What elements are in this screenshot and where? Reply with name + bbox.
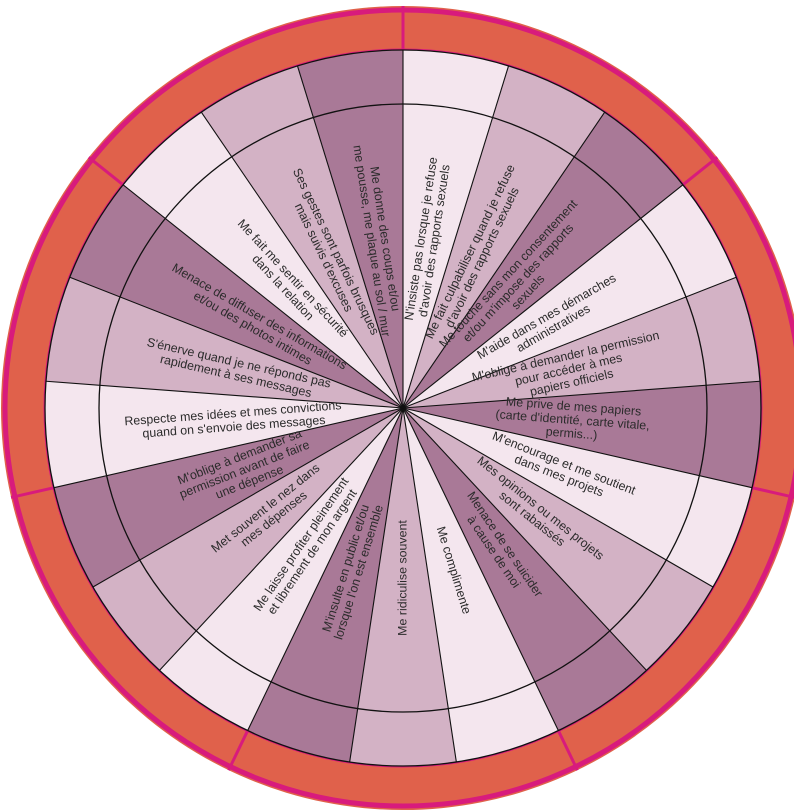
statement-cyber-violences-serenite: Respecte mes idées et mes convictionsqua… <box>124 398 342 440</box>
wedge-divider <box>402 407 457 763</box>
wedge-divider <box>296 65 404 409</box>
wedge-divider <box>53 407 404 489</box>
statement-wedge-violences-sexuelles-serenite <box>403 104 493 408</box>
statement-wedge-violences-economiques-danger <box>106 408 403 560</box>
wedge-divider <box>247 407 404 731</box>
wedge-divider <box>402 407 714 588</box>
category-divider <box>87 156 125 186</box>
statement-wedge-violences-economiques-serenite <box>196 408 403 682</box>
level-band-violences-verbales-alerte <box>349 708 457 767</box>
level-band-violences-administratives-danger <box>699 381 761 488</box>
statement-wedge-violences-verbales-serenite <box>403 408 535 709</box>
wedge-divider <box>402 111 606 409</box>
category-divider <box>227 729 250 771</box>
wedge-divider <box>69 276 404 409</box>
wedge-divider <box>402 407 559 731</box>
wedge-divider <box>159 407 404 671</box>
statement-line: permis...) <box>545 425 598 443</box>
level-band-violences-sexuelles-serenite <box>403 50 509 118</box>
level-band-violences-sexuelles-danger <box>574 112 683 219</box>
wedge-divider <box>402 184 684 409</box>
statement-wedge-violences-physiques-danger <box>313 104 403 408</box>
level-band-violences-economiques-alerte <box>92 560 197 671</box>
level-band-violences-sexuelles-alerte <box>492 65 605 157</box>
statement-wedge-violences-sexuelles-danger <box>403 156 641 408</box>
statement-wedge-violences-psychologiques-serenite <box>403 408 700 560</box>
level-band-violences-physiques-alerte <box>201 65 314 157</box>
wedge-divider <box>402 65 510 409</box>
wedge-divider <box>402 276 737 409</box>
level-band-violences-economiques-danger <box>53 475 140 587</box>
statement-wedge-violences-physiques-alerte <box>231 117 403 409</box>
level-band-violences-economiques-serenite <box>159 630 272 731</box>
statement-wedge-violences-verbales-danger <box>271 408 403 709</box>
level-band-violences-psychologiques-alerte <box>609 560 714 671</box>
statement-wedge-cyber-violences-serenite <box>98 385 403 476</box>
level-band-violences-psychologiques-serenite <box>666 475 753 587</box>
wedge-divider <box>349 407 404 763</box>
statement-violences-verbales-alerte: Me ridiculise souvent <box>395 520 409 636</box>
wedge-divider <box>402 407 753 489</box>
wedge-divider <box>200 111 404 409</box>
wedge-divider <box>92 407 404 588</box>
wedge-divider <box>402 407 647 671</box>
statement-wedge-violences-physiques-serenite <box>165 156 403 408</box>
statement-wedge-violences-economiques-alerte <box>139 408 403 631</box>
category-divider <box>556 729 579 771</box>
wedge-divider <box>45 380 404 409</box>
level-band-violences-administratives-serenite <box>640 184 737 297</box>
statement-violences-administratives-danger: Me prive de mes papiers(carte d'identité… <box>495 394 650 443</box>
category-divider <box>10 486 55 499</box>
level-ring-outline <box>98 103 708 713</box>
level-band-cyber-violences-alerte <box>46 277 121 386</box>
statement-wedge-violences-administratives-danger <box>403 385 707 476</box>
level-band-violences-physiques-serenite <box>123 112 232 219</box>
statement-wedge-violences-administratives-serenite <box>403 218 686 408</box>
level-band-cyber-violences-serenite <box>45 381 107 488</box>
category-divider <box>681 156 719 186</box>
inner-ring-outline <box>44 49 762 767</box>
statement-wedge-violences-psychologiques-danger <box>403 408 610 682</box>
statement-wedge-cyber-violences-danger <box>120 218 404 408</box>
statement-wedge-violences-psychologiques-alerte <box>403 408 667 631</box>
level-band-violences-psychologiques-danger <box>534 630 647 731</box>
statement-wedge-violences-verbales-alerte <box>357 408 449 712</box>
statement-wedge-violences-administratives-alerte <box>403 296 707 408</box>
level-band-cyber-violences-danger <box>69 184 166 297</box>
category-divider <box>751 486 794 499</box>
statement-wedge-cyber-violences-alerte <box>99 296 404 408</box>
wedge-divider <box>122 184 404 409</box>
wedge-divider <box>402 380 761 409</box>
level-band-violences-administratives-alerte <box>685 277 760 386</box>
statement-wedge-violences-sexuelles-alerte <box>403 117 575 409</box>
statement-line: Me ridiculise souvent <box>395 520 409 636</box>
level-band-violences-physiques-danger <box>297 50 403 118</box>
